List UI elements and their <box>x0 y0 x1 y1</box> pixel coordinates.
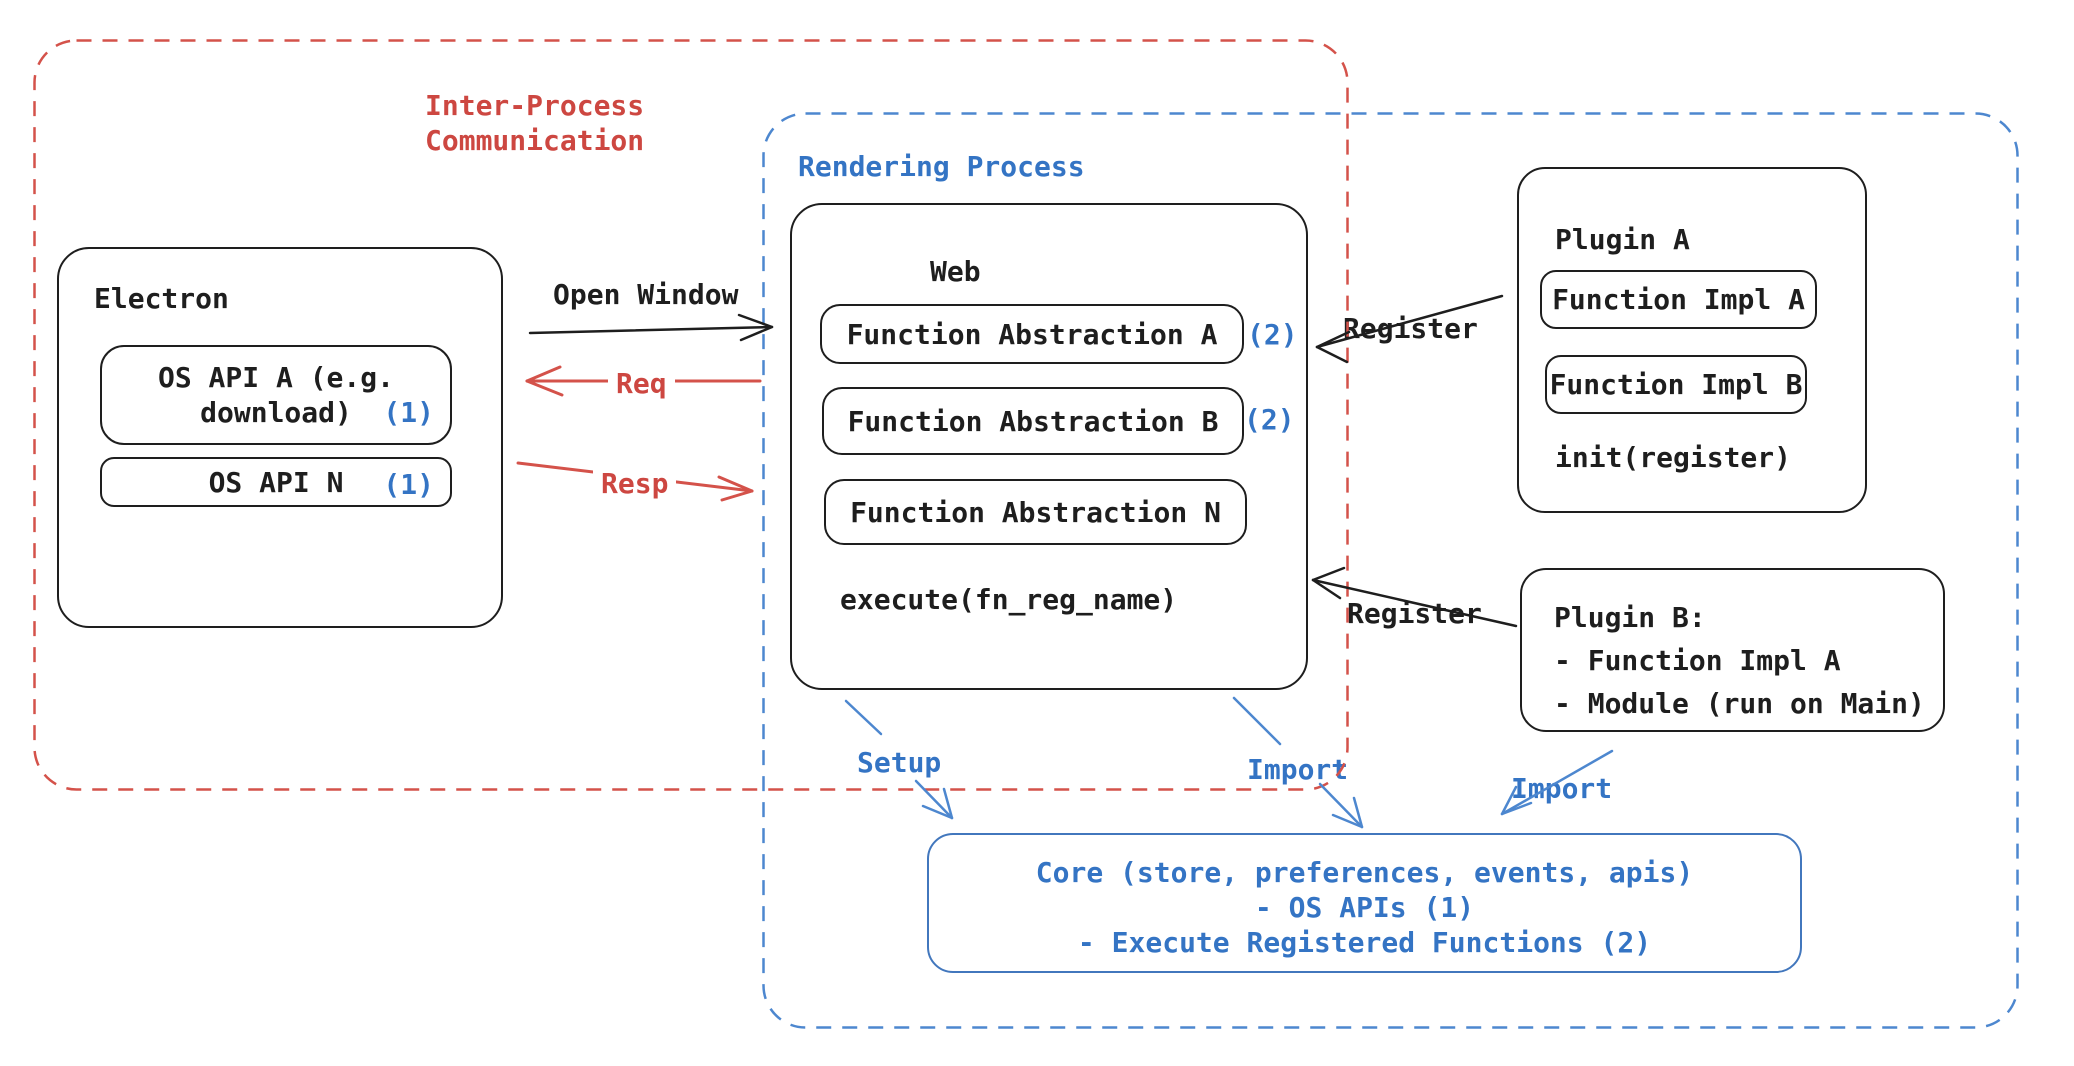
function-abstraction-a-label: Function Abstraction A <box>846 317 1218 351</box>
function-abstraction-b-badge: (2) <box>1244 403 1295 436</box>
plugin-a-title: Plugin A <box>1555 223 1690 256</box>
electron-title: Electron <box>94 282 229 315</box>
setup-label: Setup <box>857 746 942 779</box>
register-top-label: Register <box>1343 312 1478 345</box>
function-abstraction-n-label: Function Abstraction N <box>850 495 1221 529</box>
os-api-a-line1: OS API A (e.g. <box>157 361 394 394</box>
function-abstraction-a-badge: (2) <box>1247 318 1298 351</box>
os-api-a-box: OS API A (e.g. download) (1) <box>100 345 452 445</box>
os-api-n-badge: (1) <box>383 468 434 501</box>
plugin-a-box: Plugin A Function Impl A Function Impl B… <box>1517 167 1867 513</box>
import-left-label: Import <box>1247 753 1349 786</box>
os-api-n-box: OS API N (1) <box>100 457 452 507</box>
web-title: Web <box>930 255 981 288</box>
function-abstraction-b-box: Function Abstraction B <box>822 387 1244 455</box>
function-impl-b-label: Function Impl B <box>1549 368 1803 401</box>
plugin-b-box: Plugin B:- Function Impl A- Module (run … <box>1520 568 1945 732</box>
electron-box: Electron OS API A (e.g. download) (1) OS… <box>57 247 503 628</box>
function-abstraction-n-box: Function Abstraction N <box>824 479 1247 545</box>
rendering-process-label: Rendering Process <box>798 150 1085 183</box>
function-impl-a-box: Function Impl A <box>1540 270 1817 329</box>
os-api-n-label: OS API N <box>208 465 344 499</box>
function-impl-a-label: Function Impl A <box>1552 283 1805 316</box>
init-register-label: init(register) <box>1555 441 1792 474</box>
execute-label: execute(fn_reg_name) <box>840 583 1178 616</box>
os-api-a-line2: download) <box>200 396 352 429</box>
import-right-label: Import <box>1511 772 1613 805</box>
function-impl-b-box: Function Impl B <box>1545 355 1807 414</box>
resp-label: Resp <box>593 466 677 501</box>
function-abstraction-a-box: Function Abstraction A <box>820 304 1244 364</box>
open-window-arrow <box>528 313 774 342</box>
core-box: Core (store, preferences, events, apis)-… <box>927 833 1802 973</box>
os-api-a-badge: (1) <box>383 396 434 429</box>
plugin-b-text: Plugin B:- Function Impl A- Module (run … <box>1554 601 1925 720</box>
register-bottom-label: Register <box>1347 597 1482 630</box>
function-abstraction-b-label: Function Abstraction B <box>847 404 1219 438</box>
req-label: Req <box>608 366 675 401</box>
open-window-label: Open Window <box>553 278 739 311</box>
web-box: Web Function Abstraction A (2) Function … <box>790 203 1308 690</box>
